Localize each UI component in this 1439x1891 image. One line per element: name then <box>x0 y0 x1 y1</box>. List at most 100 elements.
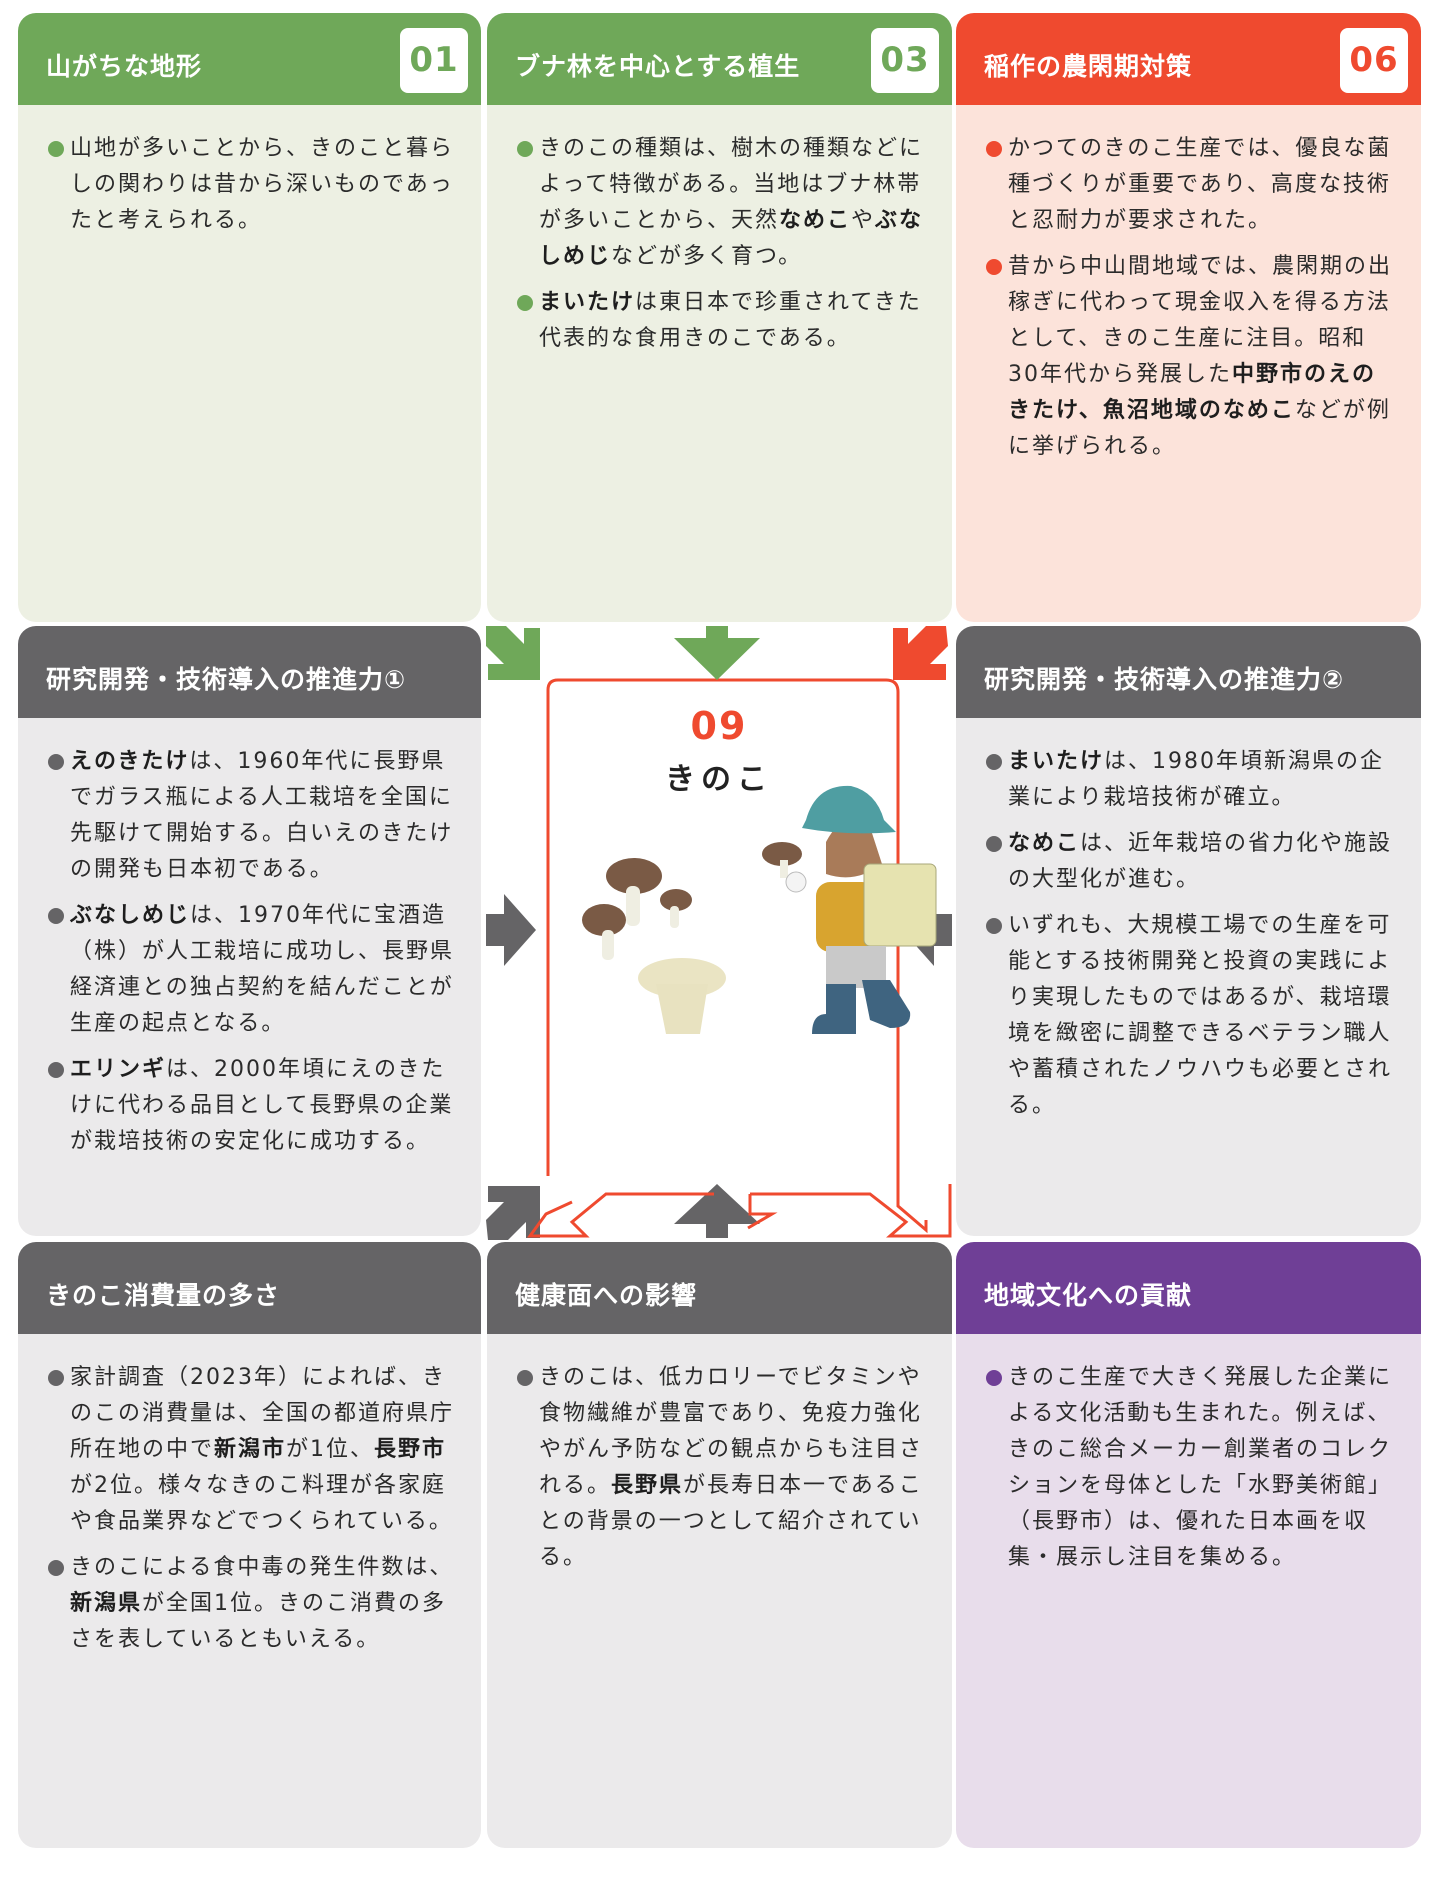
card-body: えのきたけは、1960年代に長野県でガラス瓶による人工栽培を全国に先駆けて開始す… <box>18 718 481 1236</box>
bullet-item: きのこによる食中毒の発生件数は、新潟県が全国1位。きのこ消費の多さを表していると… <box>48 1550 457 1658</box>
card-title: 山がちな地形 <box>46 52 203 81</box>
bullet-item: まいたけは、1980年頃新潟県の企業により栽培技術が確立。 <box>986 744 1397 816</box>
bullet-dot-icon <box>48 754 64 770</box>
card-header: 健康面への影響 <box>487 1242 952 1334</box>
bold-keyword: 新潟市 <box>214 1437 287 1462</box>
bullet-dot-icon <box>986 836 1002 852</box>
bullet-dot-icon <box>986 754 1002 770</box>
card-body: まいたけは、1980年頃新潟県の企業により栽培技術が確立。なめこは、近年栽培の省… <box>956 718 1421 1236</box>
card-title: きのこ消費量の多さ <box>46 1281 281 1310</box>
center-hub: 09 きのこ <box>486 624 952 1240</box>
arrow-red-outline-left-icon <box>527 1192 714 1238</box>
card-header: ブナ林を中心とする植生 03 <box>487 13 952 105</box>
bullet-dot-icon <box>986 918 1002 934</box>
card-number-badge: 03 <box>871 28 939 93</box>
bullet-text: 山地が多いことから、きのこと暮らしの関わりは昔から深いものであったと考えられる。 <box>70 136 455 233</box>
card-title: 研究開発・技術導入の推進力① <box>46 665 407 694</box>
bullet-item: きのこ生産で大きく発展した企業による文化活動も生まれた。例えば、きのこ総合メーカ… <box>986 1360 1397 1576</box>
bullet-text: などが多く育つ。 <box>611 244 803 269</box>
card-body: 山地が多いことから、きのこと暮らしの関わりは昔から深いものであったと考えられる。 <box>18 105 481 622</box>
card-number-badge: 01 <box>400 28 468 93</box>
bullet-text: 家計調査（2023年）によれば、きのこの消費量は、全国の都道府県庁所在地の中で <box>70 1365 455 1462</box>
card-title: 地域文化への貢献 <box>984 1281 1193 1310</box>
card-title: 健康面への影響 <box>515 1281 698 1310</box>
card-terrain: 山がちな地形 01 山地が多いことから、きのこと暮らしの関わりは昔から深いものであっ… <box>18 13 481 622</box>
card-header: 研究開発・技術導入の推進力② <box>956 626 1421 718</box>
bullet-item: いずれも、大規模工場での生産を可能とする技術開発と投資の実践により実現したもので… <box>986 908 1397 1124</box>
bold-keyword: 長野市 <box>374 1437 447 1462</box>
bullet-dot-icon <box>517 141 533 157</box>
bullet-text: は、1970年代に宝酒造（株）が人工栽培に成功し、長野県経済連との独占契約を結ん… <box>70 903 455 1036</box>
card-body: きのこの種類は、樹木の種類などによって特徴がある。当地はブナ林帯が多いことから、… <box>487 105 952 622</box>
bullet-item: かつてのきのこ生産では、優良な菌種づくりが重要であり、高度な技術と忍耐力が要求さ… <box>986 131 1397 239</box>
bullet-text: きのこは、低カロリーでビタミンや食物繊維が豊富であり、免疫力強化やがん予防などの… <box>539 1365 924 1498</box>
card-body: きのこは、低カロリーでビタミンや食物繊維が豊富であり、免疫力強化やがん予防などの… <box>487 1334 952 1848</box>
bullet-text: きのこ生産で大きく発展した企業による文化活動も生まれた。例えば、きのこ総合メーカ… <box>1008 1365 1393 1570</box>
bullet-text: は、2000年頃にえのきたけに代わる品目として長野県の企業が栽培技術の安定化に成… <box>70 1057 454 1154</box>
card-header: 地域文化への貢献 <box>956 1242 1421 1334</box>
bullet-item: ぶなしめじは、1970年代に宝酒造（株）が人工栽培に成功し、長野県経済連との独占… <box>48 898 457 1042</box>
bullet-item: 家計調査（2023年）によれば、きのこの消費量は、全国の都道府県庁所在地の中で新… <box>48 1360 457 1540</box>
arrow-green-down-icon <box>674 626 760 680</box>
center-title: きのこ <box>665 762 773 797</box>
bold-keyword: なめこ <box>779 208 852 233</box>
card-forest: ブナ林を中心とする植生 03 きのこの種類は、樹木の種類などによって特徴がある。当地… <box>487 13 952 622</box>
bullet-text: が長寿日本一であることの背景の一つとして紹介されている。 <box>539 1473 923 1570</box>
bold-keyword: まいたけ <box>539 290 636 315</box>
card-consumption: きのこ消費量の多さ家計調査（2023年）によれば、きのこの消費量は、全国の都道府… <box>18 1242 481 1848</box>
bullet-text: は、近年栽培の省力化や施設の大型化が進む。 <box>1008 831 1393 892</box>
mushroom-hunter-illustration <box>582 785 937 1034</box>
bullet-text: は、1960年代に長野県でガラス瓶による人工栽培を全国に先駆けて開始する。白いえ… <box>70 749 454 882</box>
bold-keyword: 新潟県 <box>70 1591 143 1616</box>
bullet-item: きのこの種類は、樹木の種類などによって特徴がある。当地はブナ林帯が多いことから、… <box>517 131 928 275</box>
bold-keyword: 長野県 <box>611 1473 684 1498</box>
bullet-text: かつてのきのこ生産では、優良な菌種づくりが重要であり、高度な技術と忍耐力が要求さ… <box>1008 136 1392 233</box>
bullet-item: えのきたけは、1960年代に長野県でガラス瓶による人工栽培を全国に先駆けて開始す… <box>48 744 457 888</box>
arrow-gray-up-icon <box>674 1184 760 1238</box>
bullet-item: 山地が多いことから、きのこと暮らしの関わりは昔から深いものであったと考えられる。 <box>48 131 457 239</box>
bold-keyword: えのきたけ <box>70 749 190 774</box>
card-header: 研究開発・技術導入の推進力① <box>18 626 481 718</box>
arrow-red-outline-right-icon <box>750 1184 952 1238</box>
arrow-gray-diagonal-icon <box>486 1186 540 1240</box>
bullet-dot-icon <box>986 1370 1002 1386</box>
bullet-text: いずれも、大規模工場での生産を可能とする技術開発と投資の実践により実現したもので… <box>1008 913 1393 1118</box>
bullet-text: は、1980年頃新潟県の企業により栽培技術が確立。 <box>1008 749 1385 810</box>
bullet-text: が1位、 <box>286 1437 375 1462</box>
bullet-item: きのこは、低カロリーでビタミンや食物繊維が豊富であり、免疫力強化やがん予防などの… <box>517 1360 928 1576</box>
bullet-dot-icon <box>48 908 64 924</box>
card-number-badge: 06 <box>1340 28 1408 93</box>
bullet-dot-icon <box>48 1062 64 1078</box>
card-title: 稲作の農閑期対策 <box>984 52 1193 81</box>
arrow-green-diagonal-icon <box>486 626 540 680</box>
bold-keyword: エリンギ <box>70 1057 167 1082</box>
bold-keyword: なめこ <box>1008 831 1081 856</box>
bold-keyword: 中野市のえのきたけ、魚沼地域のなめこ <box>1008 362 1377 423</box>
card-health: 健康面への影響きのこは、低カロリーでビタミンや食物繊維が豊富であり、免疫力強化や… <box>487 1242 952 1848</box>
bullet-item: まいたけは東日本で珍重されてきた代表的な食用きのこである。 <box>517 285 928 357</box>
bullet-dot-icon <box>48 141 64 157</box>
center-number: 09 <box>690 704 748 748</box>
bullet-text: などが例に挙げられる。 <box>1008 398 1391 459</box>
card-rnd-1: 研究開発・技術導入の推進力① えのきたけは、1960年代に長野県でガラス瓶による人… <box>18 626 481 1236</box>
bullet-text: 昔から中山間地域では、農閑期の出稼ぎに代わって現金収入を得る方法として、きのこ生… <box>1008 254 1393 387</box>
bullet-text: きのこの種類は、樹木の種類などによって特徴がある。当地はブナ林帯が多いことから、… <box>539 136 924 233</box>
bullet-text: は東日本で珍重されてきた代表的な食用きのこである。 <box>539 290 922 351</box>
card-header: きのこ消費量の多さ <box>18 1242 481 1334</box>
bullet-text: きのこによる食中毒の発生件数は、 <box>70 1555 454 1580</box>
bullet-text: や <box>851 208 876 233</box>
bullet-dot-icon <box>986 259 1002 275</box>
bullet-dot-icon <box>986 141 1002 157</box>
bullet-item: エリンギは、2000年頃にえのきたけに代わる品目として長野県の企業が栽培技術の安… <box>48 1052 457 1160</box>
bullet-dot-icon <box>48 1370 64 1386</box>
center-frame-and-arrows <box>486 626 952 1240</box>
card-body: かつてのきのこ生産では、優良な菌種づくりが重要であり、高度な技術と忍耐力が要求さ… <box>956 105 1421 622</box>
bullet-item: なめこは、近年栽培の省力化や施設の大型化が進む。 <box>986 826 1397 898</box>
bold-keyword: まいたけ <box>1008 749 1105 774</box>
card-body: きのこ生産で大きく発展した企業による文化活動も生まれた。例えば、きのこ総合メーカ… <box>956 1334 1421 1848</box>
card-header: 稲作の農閑期対策 06 <box>956 13 1421 105</box>
arrow-gray-right-icon <box>486 894 536 966</box>
bold-keyword: ぶなしめじ <box>539 208 924 269</box>
card-title: ブナ林を中心とする植生 <box>515 52 801 81</box>
card-header: 山がちな地形 01 <box>18 13 481 105</box>
